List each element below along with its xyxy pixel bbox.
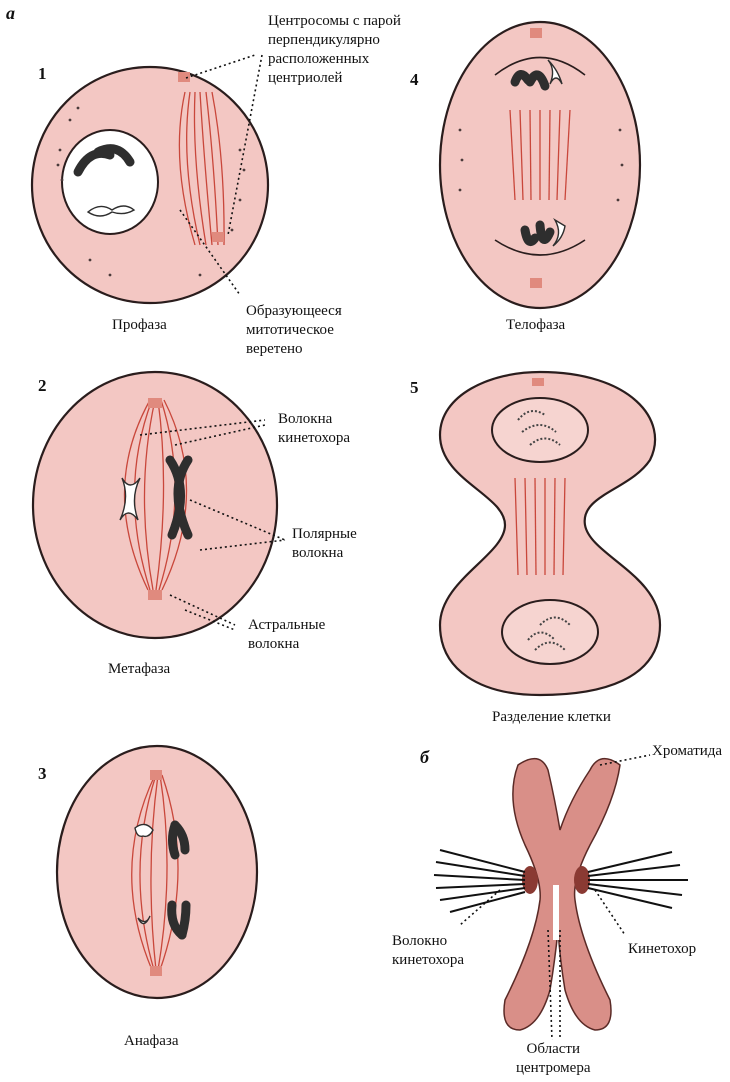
kinetochore-fibers-left: [433, 849, 526, 913]
astral-fibers-label: Астральные волокна: [248, 617, 326, 652]
telophase-number: 4: [410, 70, 419, 89]
telophase-nuclear-envelope-bottom: [494, 239, 586, 256]
telophase-title: Телофаза: [506, 317, 566, 333]
forming-spindle-label: Образующееся митотическое веретено: [246, 303, 342, 357]
telophase-chromosomes-bottom: [520, 225, 540, 246]
chromatid-label: Хроматида: [652, 743, 723, 759]
cytokinesis-cell: [438, 370, 662, 697]
cytokinesis-centrosome-top: [532, 378, 544, 386]
centrosomes-label: Центросомы с парой перпендикулярно распо…: [268, 13, 401, 86]
prophase-centrosome-bottom: [212, 232, 224, 242]
kinetochore-fibers-right: [587, 851, 688, 909]
centromere-regions-label: Области центромера: [516, 1041, 591, 1076]
kinetochore-right: [574, 866, 590, 894]
anaphase-centrosome-bottom: [150, 966, 162, 976]
cytokinesis-title: Разделение клетки: [492, 709, 611, 725]
anaphase-number: 3: [38, 764, 47, 783]
telophase-centrosome-bottom: [530, 278, 542, 288]
anaphase-centrosome-top: [150, 770, 162, 780]
telophase-spindle: [509, 109, 571, 201]
metaphase-centrosome-top: [148, 398, 162, 408]
prophase-forming-spindle: [178, 91, 225, 246]
prophase-number: 1: [38, 64, 47, 83]
telophase-centrosome-top: [530, 28, 542, 38]
daughter-nucleus-bottom: [501, 599, 599, 665]
telophase-nuclear-envelope-top: [494, 56, 586, 76]
telophase-cell: [438, 20, 642, 310]
kinetochore-fibers-label: Волокна кинетохора: [278, 411, 351, 446]
cytokinesis-midbody-fibers: [514, 477, 566, 576]
prophase-chromosome: [73, 148, 115, 177]
metaphase-title: Метафаза: [108, 661, 171, 677]
centromere-gap: [553, 885, 559, 940]
metaphase-number: 2: [38, 376, 47, 395]
metaphase-cell: [31, 370, 279, 640]
chromatid: [503, 757, 621, 1031]
leader-lines: [139, 54, 651, 1041]
kinetochore-label: Кинетохор: [628, 941, 697, 957]
daughter-nucleus-top: [491, 397, 589, 463]
prophase-centrosome-top: [178, 72, 190, 82]
chromosome-detail: [433, 757, 688, 1031]
telophase-chromosomes-top: [510, 70, 533, 87]
panel-b-letter: б: [420, 747, 429, 767]
prophase-title: Профаза: [112, 317, 167, 333]
polar-fibers-label: Полярные волокна: [292, 526, 357, 561]
cytokinesis-number: 5: [410, 378, 419, 397]
dividing-cell-outline: [438, 370, 662, 697]
panel-a-letter: а: [6, 3, 15, 23]
anaphase-spindle: [131, 774, 179, 971]
metaphase-centrosome-bottom: [148, 590, 162, 600]
metaphase-chromosome-light: [119, 477, 141, 521]
prophase-cell: [30, 65, 270, 305]
anaphase-title: Анафаза: [124, 1033, 179, 1049]
anaphase-cell: [55, 744, 259, 1000]
kinetochore-left: [522, 866, 538, 894]
kinetochore-fiber-label: Волокно кинетохора: [392, 933, 465, 968]
